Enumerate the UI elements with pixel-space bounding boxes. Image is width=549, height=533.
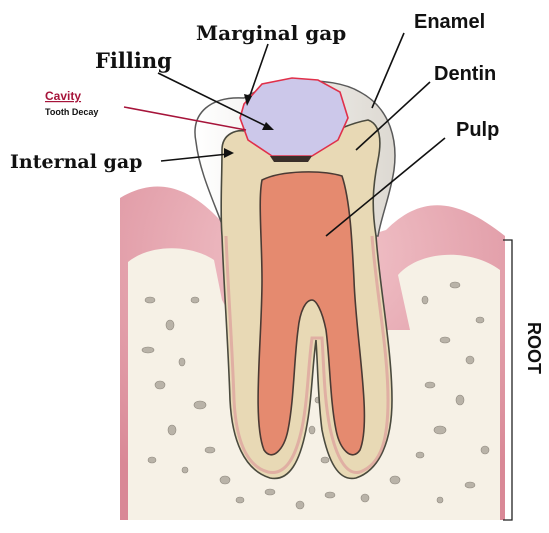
label-cavity: Cavity: [45, 89, 81, 103]
label-tooth-decay: Tooth Decay: [45, 107, 98, 117]
filling: [240, 78, 348, 156]
label-internal-gap: Internal gap: [10, 151, 142, 173]
label-filling: Filling: [95, 48, 172, 73]
label-enamel: Enamel: [414, 11, 485, 33]
internal-gap: [270, 156, 312, 162]
label-pulp: Pulp: [456, 119, 499, 141]
label-marginal-gap: Marginal gap: [196, 21, 346, 45]
label-root: ROOT: [524, 322, 544, 374]
label-dentin: Dentin: [434, 63, 496, 85]
